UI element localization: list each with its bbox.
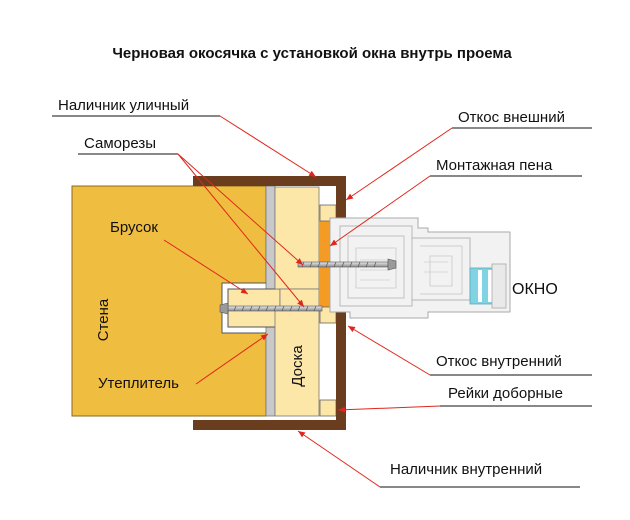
pointer-inner-slope	[347, 325, 431, 376]
label-wall: Стена	[95, 298, 112, 341]
pointer-screws-upper	[177, 153, 304, 266]
label-foam: Монтажная пена	[436, 157, 553, 174]
bar-insulation-outline	[221, 282, 266, 334]
pointer-slats	[337, 405, 441, 413]
screw-lower	[219, 302, 323, 315]
inner-casing	[193, 420, 346, 430]
board-upper	[274, 186, 320, 290]
board-lower	[274, 309, 320, 417]
label-inner-slope: Откос внутренний	[436, 353, 562, 370]
label-slats: Рейки доборные	[448, 385, 563, 402]
pointer-screws-lower	[177, 153, 305, 308]
inner-slope	[336, 310, 346, 430]
pointer-outer-casing	[219, 115, 317, 178]
label-board: Доска	[289, 345, 306, 387]
label-window: ОКНО	[512, 281, 558, 298]
label-screws: Саморезы	[84, 135, 156, 152]
pointer-inner-casing	[297, 430, 381, 488]
label-outer-slope: Откос внешний	[458, 109, 565, 126]
label-insulation: Утеплитель	[98, 375, 179, 392]
pointer-foam	[329, 175, 431, 247]
window-profile	[329, 217, 511, 319]
pointer-outer-slope	[345, 127, 453, 201]
label-inner-casing: Наличник внутренний	[390, 461, 542, 478]
label-bar: Брусок	[110, 219, 158, 236]
outer-casing	[193, 176, 346, 186]
label-outer-casing: Наличник уличный	[58, 97, 189, 114]
pointer-insulation	[195, 333, 269, 385]
slat-bottom	[319, 399, 337, 417]
diagram-title: Черновая окосячка с установкой окна внут…	[112, 45, 512, 62]
screw-upper	[297, 258, 397, 271]
pointer-bar	[163, 239, 249, 295]
